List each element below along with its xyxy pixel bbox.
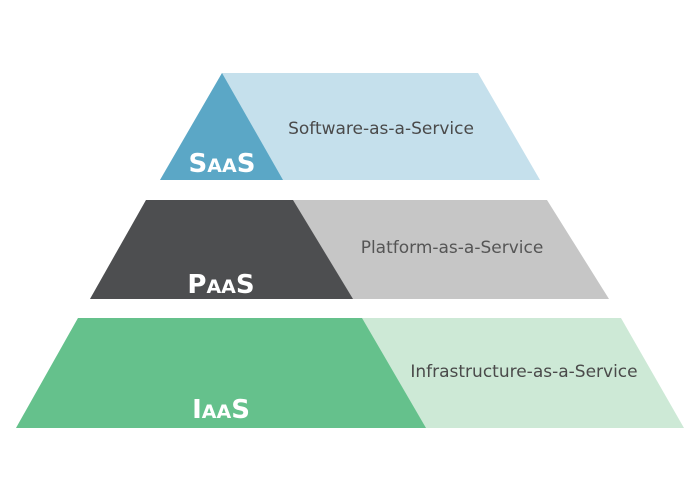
iaas-dark-segment	[16, 318, 426, 428]
layer-paas: PAAS Platform-as-a-Service	[90, 200, 609, 300]
saas-full-name: Software-as-a-Service	[288, 119, 474, 139]
paas-abbreviation: PAAS	[187, 270, 254, 300]
layer-saas: SAAS Software-as-a-Service	[160, 73, 540, 180]
saas-abbreviation: SAAS	[189, 149, 256, 179]
paas-dark-segment	[90, 200, 353, 299]
paas-full-name: Platform-as-a-Service	[361, 238, 544, 258]
saas-dark-segment	[160, 73, 283, 180]
iaas-full-name: Infrastructure-as-a-Service	[410, 362, 637, 382]
iaas-abbreviation: IAAS	[192, 395, 250, 425]
layer-iaas: IAAS Infrastructure-as-a-Service	[16, 318, 684, 428]
